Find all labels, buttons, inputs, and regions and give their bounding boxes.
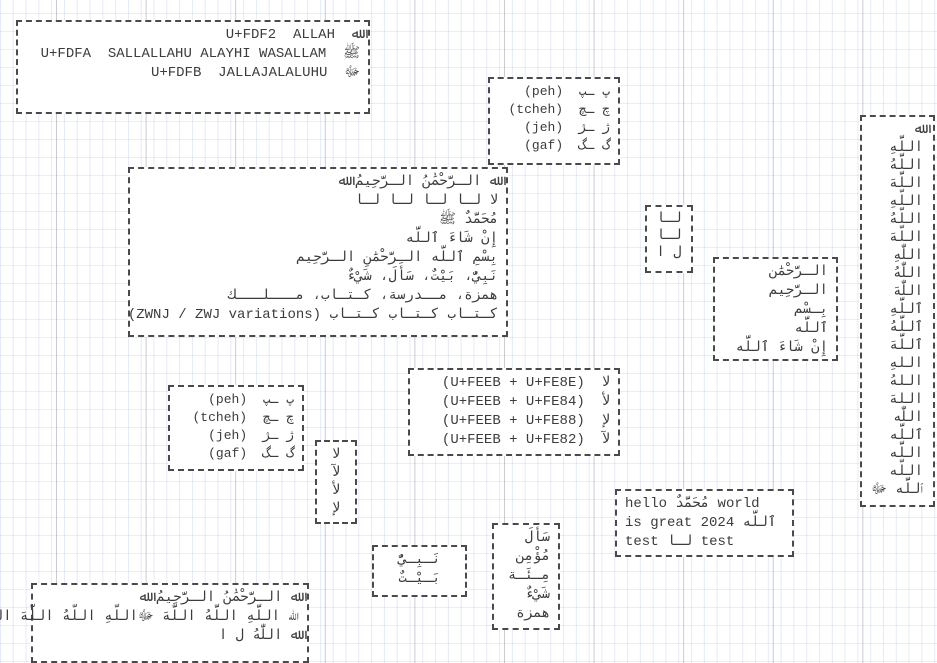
text-line: همزة <box>516 606 550 622</box>
text-line: (peh) پ ـپ <box>524 84 610 99</box>
box-hamza-words: سَأَلَ مُؤْمِن مِـئَـة شَيْءٌ همزة <box>492 523 560 630</box>
text-line: (U+FEEB + U+FE88) ﻹ <box>441 413 610 429</box>
text-line: اللّٰهِ <box>893 248 923 264</box>
text-line: اللَّهِ <box>889 140 923 156</box>
text-line: ٱللَّه <box>889 428 924 444</box>
text-line: اللّٰهُ <box>893 266 923 282</box>
text-line: بِـسْم <box>794 302 828 318</box>
text-line: الـرَّحْمَٰن <box>769 264 828 280</box>
text-line: إِنْ شَاءَ ٱللَّه <box>405 231 498 247</box>
text-line: (U+FEEB + U+FE82) ﻵ <box>441 432 610 448</box>
text-line: ٱللَّه <box>794 321 829 337</box>
text-line: ﷲ اللَّهِ اللَّهُ اللَّهَ ﷻاللّهِ اللّهُ… <box>0 609 299 625</box>
text-line: اللَّه <box>889 446 923 462</box>
text-line: مُؤْمِن <box>516 549 550 565</box>
box-persian-letters-top: (peh) پ ـپ (tcheh) چ ـچ (jeh) ژ ـژ (gaf)… <box>488 77 620 165</box>
text-line: لآ <box>331 465 341 481</box>
box-mixed-bidi-text: hello مُحَمَّدٌ world is great ٱللَّه 20… <box>615 489 794 557</box>
text-line: بِسْمِ ٱللَّه الـرَّحْمَٰنِ الـرَّحِيم <box>296 250 498 266</box>
text-line: لإ <box>331 501 341 517</box>
text-line: اللَّهَ <box>889 176 923 192</box>
text-line: اللّهِ <box>889 194 923 210</box>
text-line: لـا <box>656 228 682 244</box>
text-line: لا لـا لـا لـا لـا <box>354 193 498 209</box>
text-line: U+FDFA SALLALLAHU ALAYHI WASALLAM ﷺ <box>40 46 360 62</box>
text-line: بَـيْـتٌ <box>398 571 441 587</box>
text-line: لأ <box>331 483 341 499</box>
text-line: اللهَ <box>889 392 923 408</box>
text-line: اللّهَ <box>889 230 923 246</box>
text-line: اللهُ <box>889 374 923 390</box>
box-bottom-samples: ﷲ الـرَّحْمَٰنُ الـرَّحِيمُ ﷲ ﷲ اللَّهِ … <box>0 583 309 663</box>
box-nabi-bayt: نَـبِـيٌّ بَـيْـتٌ <box>372 545 467 597</box>
text-line: ٱللَّه ﷻ <box>871 482 923 498</box>
box-persian-letters-lower: (peh) پ ـپ (tcheh) چ ـچ (jeh) ژ ـژ (gaf)… <box>168 385 304 471</box>
text-line: (tcheh) چ ـچ <box>508 102 611 117</box>
text-line: اللّهُ <box>889 212 923 228</box>
text-line: is great ٱللَّه 2024 <box>625 515 777 531</box>
text-line: ﷲ الـرَّحْمَٰنُ الـرَّحِيمُ ﷲ <box>139 590 299 606</box>
box-allah-variants-column: ﷲ اللَّهِ اللَّهُ اللَّهَ اللّهِ اللّهُ … <box>860 115 935 507</box>
text-line: (tcheh) چ ـچ <box>192 410 295 425</box>
box-arabic-samples-main: ﷲ الـرَّحْمَٰنُ الـرَّحِيمُ ﷲ لا لـا لـا… <box>128 167 508 337</box>
text-line <box>26 83 360 102</box>
text-line: الـرَّحِيم <box>768 283 828 299</box>
text-line: سَأَلَ <box>524 530 550 546</box>
text-line: ٱللَّهَ <box>889 338 924 354</box>
text-line: نَبِيٌّ، بَيْتٌ، سَأَلَ، شَيْءٌ <box>346 269 498 285</box>
text-line: اللهِ <box>889 356 923 372</box>
text-line: U+FDFB JALLAJALALUHU ﷻ <box>150 65 360 81</box>
box-lam-alef-forms: لا لآ لأ لإ <box>315 440 357 524</box>
text-line: (gaf) گ ـگ <box>524 138 610 153</box>
text-line: (U+FEEB + U+FE84) ﻷ <box>441 394 610 410</box>
text-line: (U+FEEB + U+FE8E) ﻻ <box>441 375 610 391</box>
text-line: (jeh) ژ ـژ <box>208 428 294 443</box>
box-presentation-forms: (U+FEEB + U+FE8E) ﻻ (U+FEEB + U+FE84) ﻷ … <box>408 368 620 456</box>
text-line: ل ا <box>656 245 682 261</box>
text-line: همزة، مــدرسة، كـتـاب، مـــلـــك <box>228 288 498 304</box>
text-line: لـا <box>656 211 682 227</box>
text-line: اللّه <box>889 464 923 480</box>
text-line: مِـئَـة <box>507 568 550 584</box>
text-line: نَـبِـيٌّ <box>398 552 441 568</box>
text-line: ﷲ <box>914 122 923 138</box>
box-lam-alef-joining: لـا لـا ل ا <box>645 205 693 273</box>
text-line: (peh) پ ـپ <box>208 392 294 407</box>
text-line: إِنْ شَاءَ ٱللَّه <box>735 340 828 356</box>
text-line: اللّٰهَ <box>893 284 923 300</box>
text-line: ٱللَّهُ <box>889 320 924 336</box>
text-line: U+FDF2 ALLAH ﷲ <box>225 27 360 43</box>
text-line: ٱللَّهِ <box>889 302 924 318</box>
text-line: test لـا test <box>625 534 735 550</box>
text-line: (jeh) ژ ـژ <box>524 120 610 135</box>
box-unicode-ligatures: U+FDF2 ALLAH ﷲ U+FDFA SALLALLAHU ALAYHI … <box>16 20 370 114</box>
box-basmala-words: الـرَّحْمَٰن الـرَّحِيم بِـسْم ٱللَّه إِ… <box>713 257 838 361</box>
text-line: hello مُحَمَّدٌ world <box>625 496 760 512</box>
text-line: لا <box>331 447 341 463</box>
text-line: اللَّهُ <box>889 158 923 174</box>
text-line: اللّٰه <box>893 410 923 426</box>
text-line: ﷲ الـرَّحْمَٰنُ الـرَّحِيمُ ﷲ <box>338 174 498 190</box>
text-line: (gaf) گ ـگ <box>208 446 294 461</box>
text-line: كـتـاب كـتـاب كـتـاب (ZWNJ / ZWJ variati… <box>127 307 498 323</box>
text-line: مُحَمَّدٌ ﷺ <box>438 212 498 228</box>
text-line: شَيْءٌ <box>524 587 550 603</box>
text-line: ﷲ اللّٰهُ ل ا <box>218 628 299 644</box>
